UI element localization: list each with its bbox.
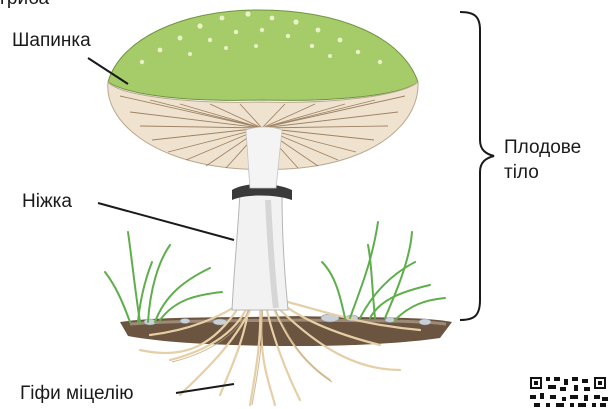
- partial-top-label: гриба: [0, 0, 49, 10]
- hyphae-pointer: [176, 384, 234, 393]
- stem-top: [246, 127, 282, 188]
- fruit-body-label: Плодове тіло: [504, 135, 614, 185]
- fruit-body-bracket: [460, 12, 494, 320]
- stem-label: Ніжка: [22, 191, 72, 213]
- cap: [108, 10, 418, 100]
- hyphae-label: Гіфи міцелію: [20, 383, 133, 405]
- mycelium: [140, 298, 420, 405]
- qr-code-icon[interactable]: [528, 375, 610, 409]
- cap-label: Шапинка: [12, 30, 91, 52]
- stem-pointer: [98, 203, 234, 240]
- grass-left: [105, 232, 222, 322]
- grass-right: [322, 222, 445, 320]
